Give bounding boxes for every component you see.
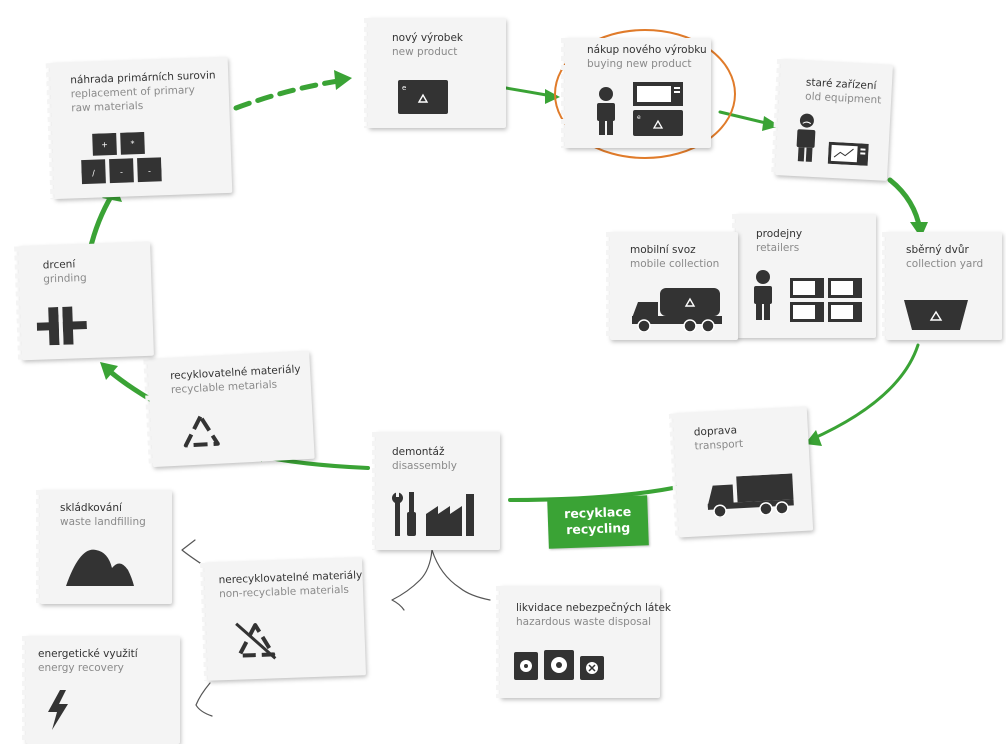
tools-icon: [392, 492, 416, 536]
collection-yard-cz: sběrný dvůr: [906, 244, 969, 256]
card-new-product: nový výrobek new product e: [364, 18, 506, 128]
hazardous-en: hazardous waste disposal: [516, 616, 652, 628]
key-3: /: [92, 169, 95, 178]
truck-icon: [707, 473, 794, 518]
key-5: -: [148, 167, 151, 176]
branch-to-landfilling: [181, 539, 204, 566]
transport-en: transport: [694, 437, 744, 453]
card-retailers: prodejny retailers: [732, 214, 876, 338]
radiation-icon: [514, 652, 538, 680]
biohazard-icon: [544, 650, 574, 680]
collection-yard-en: collection yard: [906, 258, 984, 270]
factory-icon: [426, 494, 474, 536]
svg-text:e: e: [402, 84, 406, 92]
monitor-icon: [633, 82, 683, 106]
key-4: -: [120, 168, 123, 177]
new-product-cz: nový výrobek: [392, 32, 463, 44]
keyboard-keys-icon: + * / - -: [81, 131, 162, 185]
landfilling-en: waste landfilling: [60, 516, 146, 528]
grinding-cz: drcení: [42, 258, 76, 272]
arrowhead-collection-yard: [910, 222, 928, 238]
old-monitor-icon: [827, 141, 869, 166]
card-replacement: náhrada primárních surovin replacement o…: [49, 56, 233, 200]
mobile-collection-cz: mobilní svoz: [630, 244, 696, 256]
transport-cz: doprava: [693, 424, 738, 439]
card-landfilling: skládkování waste landfilling: [36, 490, 172, 604]
branch-from-disassembly: [391, 549, 433, 611]
card-mobile-collection: mobilní svoz mobile collection: [606, 232, 738, 340]
arrow-to-transport: [808, 343, 920, 442]
retailers-cz: prodejny: [756, 228, 803, 240]
card-old-equipment: staré zařízení old equipment: [775, 59, 893, 181]
card-recyclable: recyklovatelné materiály recyclable meta…: [147, 350, 315, 468]
disassembly-en: disassembly: [392, 460, 457, 472]
person-icon: [597, 87, 615, 135]
lightning-icon: [48, 690, 68, 730]
recycle-icon: [183, 414, 220, 448]
retailers-en: retailers: [756, 242, 800, 254]
mobile-collection-en: mobile collection: [630, 258, 720, 270]
mountain-icon: [66, 549, 134, 586]
svg-text:e: e: [637, 114, 641, 121]
arrowhead-new-product: [334, 70, 352, 90]
dumpster-icon: [904, 300, 968, 330]
arrow-to-new-product: [233, 77, 348, 111]
recycling-label: recyklace recycling: [547, 495, 649, 549]
crossed-recycle-icon: [235, 622, 277, 660]
energy-cz: energetické využití: [38, 648, 138, 660]
landfilling-cz: skládkování: [60, 502, 122, 514]
hazardous-cz: likvidace nebezpečných látek: [516, 602, 672, 614]
arrowhead-transport: [805, 430, 822, 446]
toxic-icon: [580, 656, 604, 680]
card-grinding: drcení grinding: [18, 241, 154, 361]
new-product-en: new product: [392, 46, 458, 58]
card-disassembly: demontáž disassembly: [372, 432, 500, 550]
disassembly-cz: demontáž: [392, 446, 445, 458]
product-box-icon-small: e: [633, 110, 683, 136]
card-energy: energetické využití energy recovery: [22, 636, 180, 744]
recycling-label-en: recycling: [565, 519, 631, 538]
card-hazardous: likvidace nebezpečných látek hazardous w…: [496, 586, 671, 698]
grinder-icon: [36, 306, 87, 346]
branch-to-energy: [195, 682, 213, 717]
arrowhead-grinding: [100, 362, 118, 380]
arrow-to-replacement: [87, 192, 115, 253]
garbage-truck-icon: [632, 288, 722, 332]
sad-person-icon: [796, 113, 816, 162]
buying-cz: nákup nového výrobku: [587, 44, 707, 56]
buying-en: buying new product: [587, 58, 692, 70]
card-collection-yard: sběrný dvůr collection yard: [882, 232, 1002, 340]
card-non-recyclable: nerecyklovatelné materiály non-recyclabl…: [203, 557, 367, 681]
old-equipment-en: old equipment: [804, 90, 882, 107]
arrowhead-buying: [545, 89, 560, 104]
product-box-icon: e: [398, 80, 448, 114]
branch-to-hazardous: [431, 549, 491, 601]
highlight-ellipse: [554, 29, 736, 159]
card-buying: nákup nového výrobku buying new product …: [561, 38, 711, 148]
grinding-en: grinding: [43, 271, 87, 286]
key-2: *: [130, 139, 134, 148]
card-transport: doprava transport: [672, 406, 814, 538]
key-1: +: [101, 140, 108, 149]
retail-monitors-icon: [754, 270, 862, 322]
energy-en: energy recovery: [38, 662, 124, 674]
replacement-en-line2: raw materials: [71, 99, 144, 115]
